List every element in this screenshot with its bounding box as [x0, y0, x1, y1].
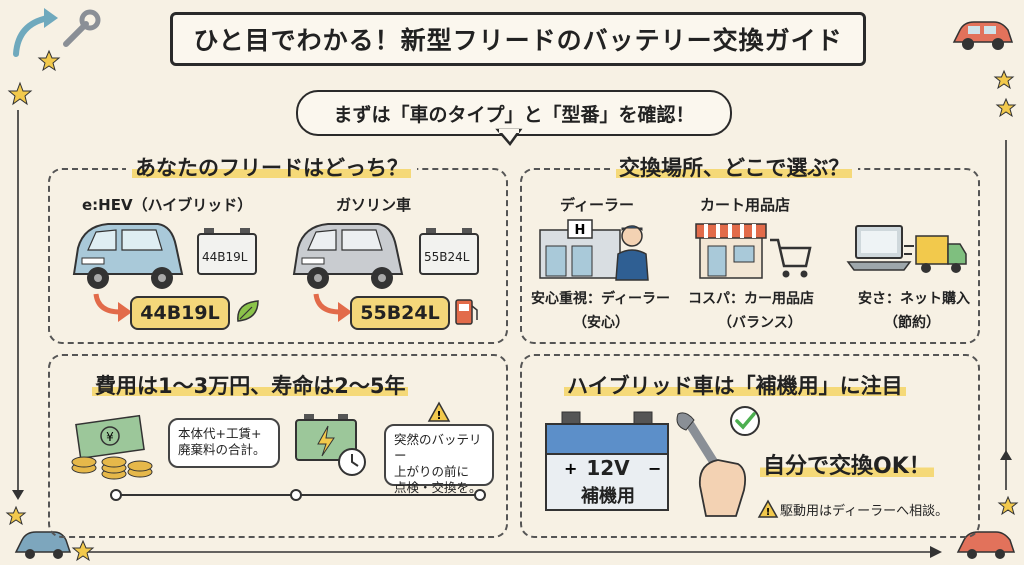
- star-icon: [5, 505, 27, 526]
- dealer-heading: ディーラー: [560, 196, 634, 214]
- arrow-icon: [93, 293, 132, 322]
- life-note-line: 点検・交換を。: [394, 480, 482, 495]
- star-icon: [993, 69, 1015, 90]
- battery-icon: [197, 228, 257, 275]
- dealer-caption2: （安心）: [573, 315, 629, 331]
- subtitle-bubble: まずは「車のタイプ」と「型番」を確認！: [296, 90, 732, 136]
- gas-car-icon: [292, 223, 404, 289]
- mechanic-icon: [615, 225, 649, 281]
- star-icon: [7, 81, 33, 106]
- fuel-pump-icon: [455, 299, 478, 325]
- diy-text: 自分で交換OK！: [760, 448, 934, 480]
- subtitle-text: まずは「車のタイプ」と「型番」を確認！: [333, 103, 695, 126]
- car-icon: [952, 21, 1014, 50]
- car-icon: [956, 531, 1016, 559]
- hand-wrench-icon: [676, 412, 747, 517]
- gas-battery-label: 55B24L: [424, 250, 470, 264]
- type-panel-title: あなたのフリードはどっち？: [126, 152, 417, 182]
- aux-battery-icon: + −: [545, 411, 669, 511]
- battery-icon: [419, 228, 479, 275]
- net-caption2: （節約）: [884, 315, 940, 331]
- laptop-icon: [846, 225, 912, 271]
- gas-model-pill: 55B24L: [350, 296, 450, 330]
- shop-caption1: コスパ：カー用品店: [688, 291, 814, 307]
- svg-text:H: H: [575, 223, 586, 238]
- hev-model-pill: 44B19L: [130, 296, 230, 330]
- shop-caption2: （バランス）: [718, 315, 802, 331]
- warning-icon: !: [757, 499, 779, 518]
- svg-text:!: !: [436, 409, 441, 422]
- leaf-icon: [237, 300, 259, 322]
- curved-arrow-icon: [13, 8, 58, 57]
- svg-text:+: +: [564, 459, 577, 478]
- svg-text:¥: ¥: [106, 430, 114, 444]
- aux-battery-line1: 12V: [586, 456, 630, 480]
- aux-battery-line2: 補機用: [581, 486, 635, 507]
- shop-building-icon: [695, 223, 767, 279]
- cost-panel-title: 費用は1～3万円、寿命は2～5年: [92, 370, 409, 400]
- hev-battery-label: 44B19L: [202, 250, 248, 264]
- money-icon: ¥: [71, 414, 153, 480]
- speech-tail: [495, 128, 523, 147]
- warning-text: 駆動用はディーラーへ相談。: [780, 504, 949, 519]
- life-note-line: 上がりの前に: [394, 464, 470, 479]
- cost-panel: [48, 354, 508, 538]
- dealer-caption1: 安心重視：ディーラー: [531, 291, 671, 307]
- star-icon: [37, 49, 61, 72]
- hev-label: e:HEV（ハイブリッド）: [82, 196, 253, 214]
- timeline: [110, 489, 486, 501]
- life-note: 突然のバッテリー 上がりの前に 点検・交換を。: [384, 424, 494, 495]
- svg-text:!: !: [766, 507, 771, 518]
- dealer-building-icon: H: [539, 219, 621, 279]
- svg-text:−: −: [648, 459, 661, 478]
- star-icon: [71, 539, 95, 562]
- cart-icon: [770, 238, 812, 278]
- arrow-icon: [313, 293, 352, 322]
- wrench-icon: [63, 9, 101, 47]
- check-icon: [730, 406, 760, 436]
- star-icon: [995, 97, 1017, 118]
- shop-heading: カート用品店: [700, 196, 791, 214]
- truck-icon: [904, 235, 967, 273]
- battery-charge-icon: [295, 414, 366, 476]
- warning-icon: !: [427, 401, 451, 422]
- star-icon: [997, 495, 1019, 516]
- place-panel-title: 交換場所、どこで選ぶ？: [610, 152, 859, 182]
- life-note-line: 突然のバッテリー: [394, 432, 482, 463]
- cost-note: 本体代+工賃+ 廃棄料の合計。: [168, 418, 280, 468]
- hybrid-panel: [520, 354, 980, 538]
- cost-note-line: 本体代+工賃+: [178, 426, 262, 441]
- net-caption1: 安さ：ネット購入: [858, 291, 970, 307]
- gas-label: ガソリン車: [336, 196, 412, 214]
- page-title: ひと目でわかる！新型フリードのバッテリー交換ガイド: [170, 12, 866, 66]
- hybrid-panel-title: ハイブリッド車は「補機用」に注目: [564, 370, 906, 400]
- hev-car-icon: [72, 223, 184, 289]
- cost-note-line: 廃棄料の合計。: [178, 442, 266, 457]
